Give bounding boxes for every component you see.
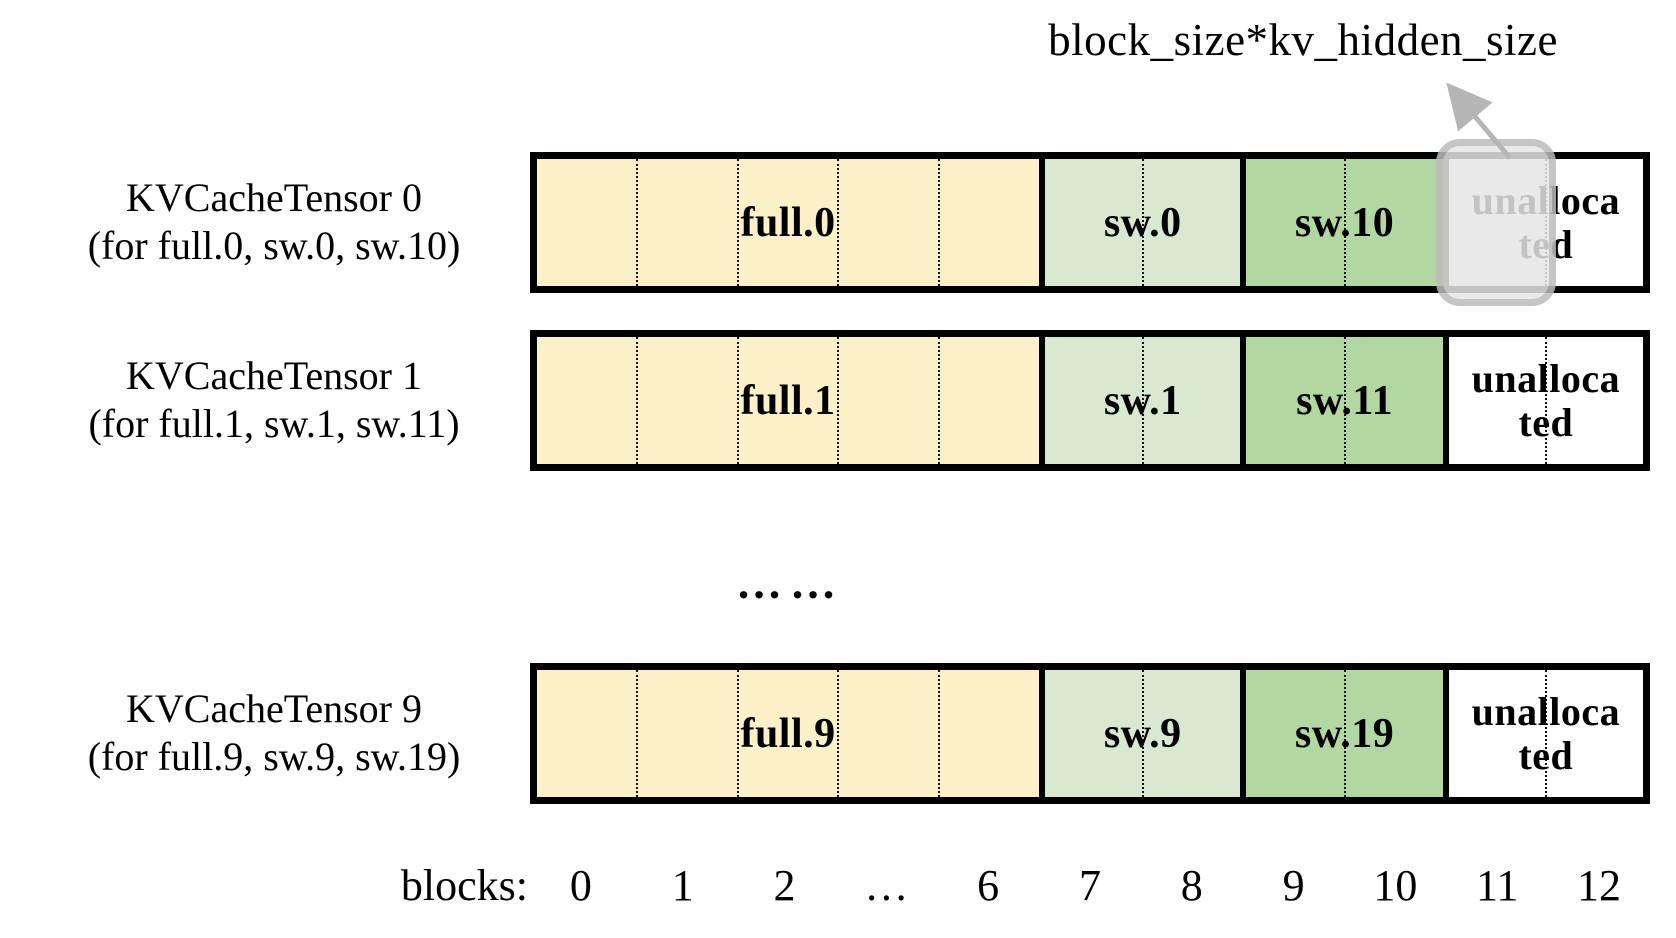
tensor-9-title: KVCacheTensor 9 — [126, 686, 422, 731]
block-cell — [1144, 670, 1241, 797]
block-cell — [638, 670, 739, 797]
tensor-0-full-segment: full.0 — [537, 159, 1040, 286]
axis-tick: 2 — [773, 861, 796, 910]
block-cell — [1144, 159, 1241, 286]
block-cell — [839, 670, 941, 797]
blocks-axis-label: blocks: — [400, 861, 528, 910]
block-cell — [1144, 337, 1241, 464]
block-cell — [537, 159, 638, 286]
axis-tick: 6 — [977, 861, 1000, 910]
blocks-axis: 0 1 2 … 6 7 8 9 10 11 12 — [530, 860, 1650, 911]
axis-tick: 9 — [1282, 861, 1305, 910]
block-cell — [1045, 670, 1144, 797]
tensor-9-sw2-segment: sw.19 — [1240, 670, 1443, 797]
axis-tick: 8 — [1180, 861, 1203, 910]
tensor-1-bar: full.1 sw.1 sw.11 unalloca ted — [530, 330, 1650, 471]
axis-tick: 7 — [1078, 861, 1101, 910]
block-size-annotation: block_size*kv_hidden_size — [1048, 15, 1558, 65]
tensor-9-subtitle: (for full.9, sw.9, sw.19) — [87, 734, 461, 779]
tensor-1-subtitle: (for full.1, sw.1, sw.11) — [88, 401, 460, 446]
block-cell — [839, 337, 941, 464]
block-cell — [739, 337, 840, 464]
block-cell — [1045, 159, 1144, 286]
tensor-1-sw2-segment: sw.11 — [1240, 337, 1443, 464]
axis-tick: 12 — [1577, 861, 1622, 910]
block-cell — [537, 337, 638, 464]
block-cell — [1547, 670, 1643, 797]
tensor-1-sw-segment: sw.1 — [1039, 337, 1241, 464]
tensor-0-sw2-segment: sw.10 — [1240, 159, 1443, 286]
row-label-tensor-1: KVCacheTensor 1 (for full.1, sw.1, sw.11… — [24, 352, 524, 448]
tensor-9-full-segment: full.9 — [537, 670, 1040, 797]
block-cell — [1246, 670, 1346, 797]
tensor-9-unallocated-segment: unalloca ted — [1442, 670, 1643, 797]
block-cell — [739, 670, 840, 797]
tensor-9-sw-segment: sw.9 — [1039, 670, 1241, 797]
block-cell — [1346, 670, 1443, 797]
tensor-0-title: KVCacheTensor 0 — [126, 175, 422, 220]
row-label-tensor-9: KVCacheTensor 9 (for full.9, sw.9, sw.19… — [24, 685, 524, 781]
block-cell — [839, 159, 941, 286]
rows-ellipsis: …… — [736, 557, 844, 608]
block-cell — [1547, 159, 1643, 286]
axis-tick: 1 — [671, 861, 694, 910]
block-cell — [638, 337, 739, 464]
tensor-1-unallocated-segment: unalloca ted — [1442, 337, 1643, 464]
block-cell — [940, 337, 1039, 464]
annotation-arrow-icon — [1446, 82, 1512, 160]
row-label-tensor-0: KVCacheTensor 0 (for full.0, sw.0, sw.10… — [24, 174, 524, 270]
tensor-0-subtitle: (for full.0, sw.0, sw.10) — [87, 223, 461, 268]
block-cell — [638, 159, 739, 286]
axis-tick: 10 — [1373, 861, 1418, 910]
tensor-1-full-segment: full.1 — [537, 337, 1040, 464]
block-cell — [1246, 159, 1346, 286]
block-cell — [739, 159, 840, 286]
tensor-9-bar: full.9 sw.9 sw.19 unalloca ted — [530, 663, 1650, 804]
block-cell — [1246, 337, 1346, 464]
axis-tick: 0 — [569, 861, 592, 910]
block-cell — [537, 670, 638, 797]
block-cell — [1547, 337, 1643, 464]
block-cell — [1346, 159, 1443, 286]
axis-tick: 11 — [1476, 861, 1519, 910]
tensor-0-sw-segment: sw.0 — [1039, 159, 1241, 286]
block-cell — [1346, 337, 1443, 464]
axis-tick: … — [864, 861, 909, 910]
block-cell — [940, 159, 1039, 286]
tensor-1-title: KVCacheTensor 1 — [126, 353, 422, 398]
block-cell — [940, 670, 1039, 797]
block-cell — [1045, 337, 1144, 464]
block-cell — [1449, 670, 1547, 797]
block-cell — [1449, 337, 1547, 464]
